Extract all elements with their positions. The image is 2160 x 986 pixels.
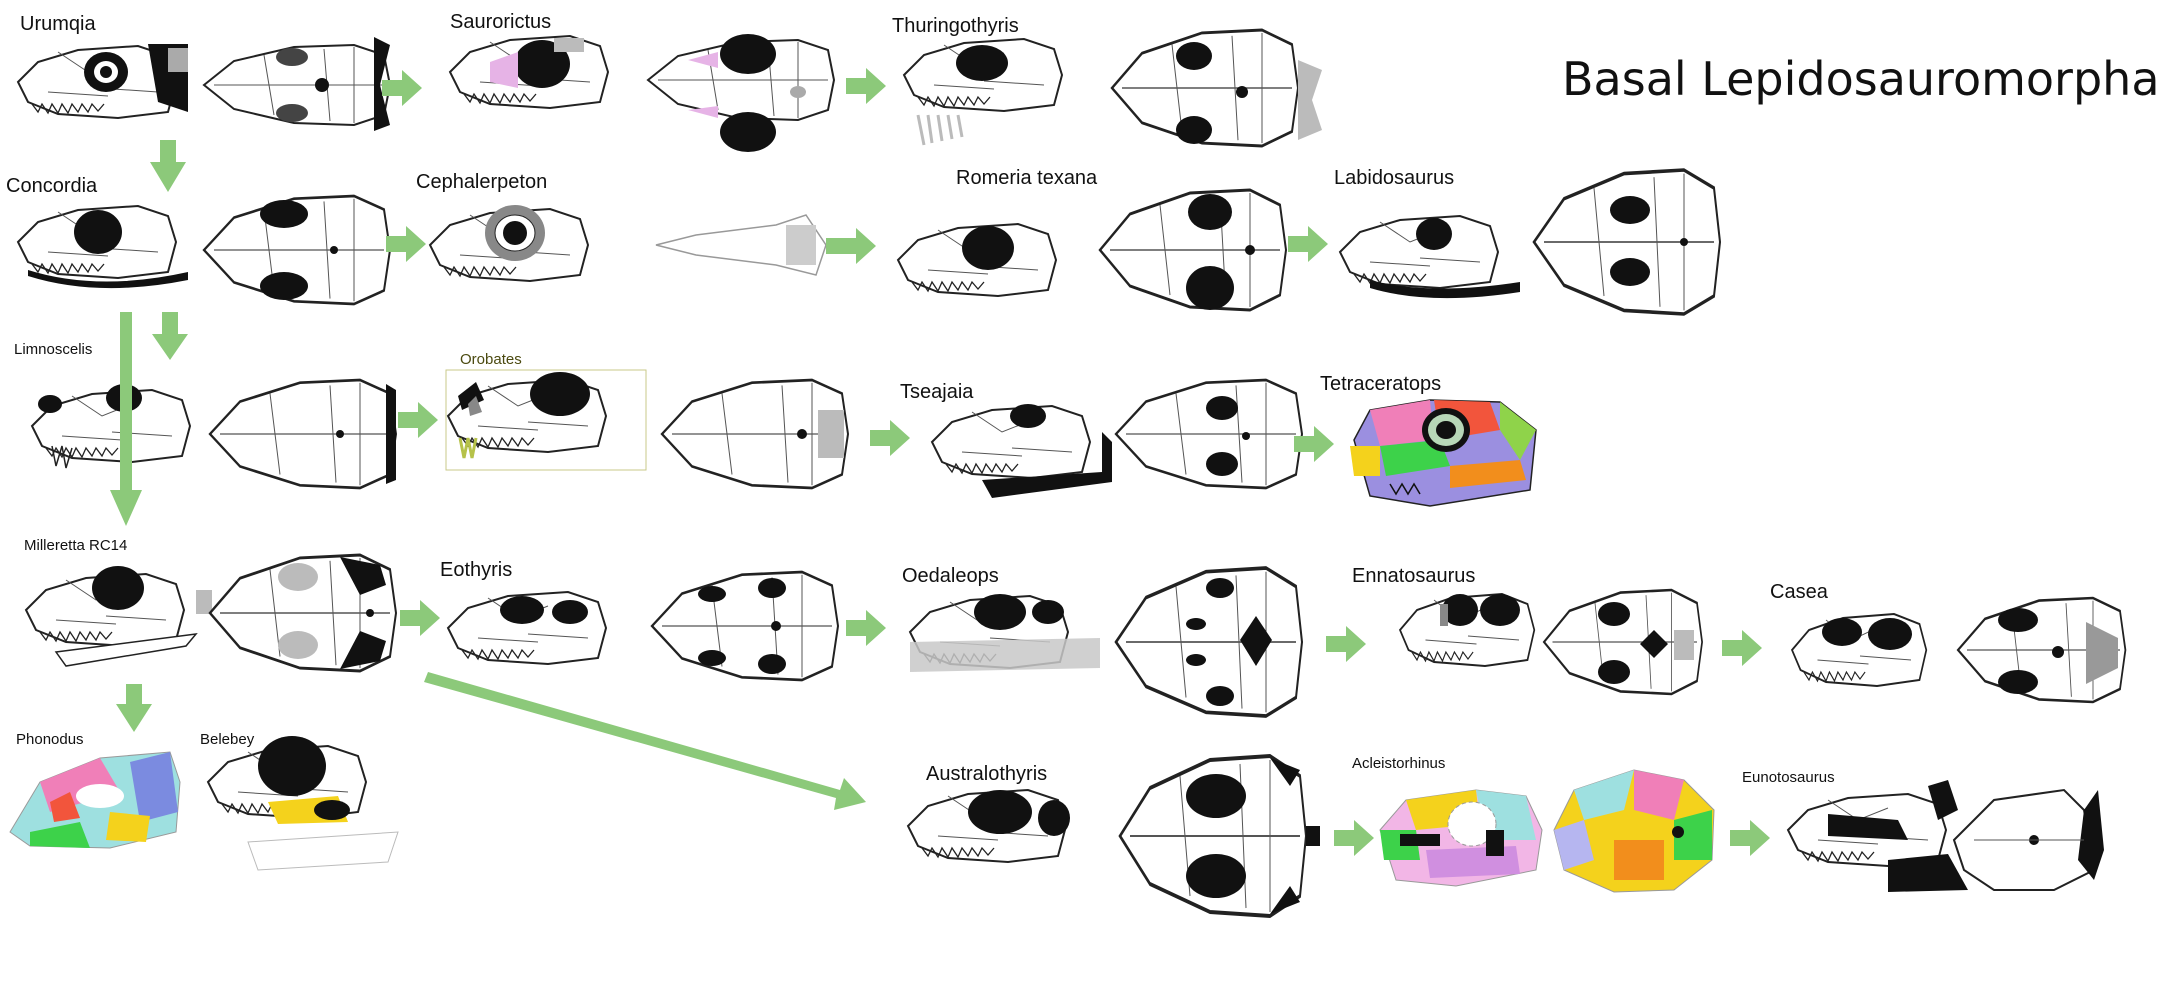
- skull-thuringothyris-dorsal: [1110, 28, 1322, 148]
- skull-milleretta-dorsal: [208, 553, 398, 673]
- arrow-cephalerpeton-to-romeria: [826, 228, 876, 264]
- skull-saurorictus-dorsal: [647, 34, 835, 152]
- arrow-eothyris-to-australothyris: [424, 672, 866, 810]
- label-eothyris: Eothyris: [440, 559, 513, 581]
- skull-orobates-lateral: [445, 369, 647, 471]
- skull-eunotosaurus-lateral: [1787, 780, 1968, 892]
- skull-acleistorhinus-lateral: [1379, 789, 1543, 887]
- skull-limnoscelis-lateral: [31, 384, 191, 469]
- label-romeria-texana: Romeria texana: [956, 167, 1098, 189]
- arrow-limnoscelis-to-orobates: [398, 402, 438, 438]
- skull-eothyris-dorsal: [650, 570, 840, 682]
- skull-urumqia-dorsal: [203, 37, 391, 131]
- arrow-concordia-to-milleretta: [110, 312, 142, 526]
- arrow-urumqia-to-saurorictus: [382, 70, 422, 106]
- skull-labidosaurus-dorsal: [1532, 168, 1722, 316]
- label-thuringothyris: Thuringothyris: [892, 15, 1019, 37]
- arrow-romeria-to-labidosaurus: [1288, 226, 1328, 262]
- skull-oedaleops-lateral: [909, 594, 1100, 672]
- skull-australothyris-lateral: [907, 789, 1070, 863]
- label-tetraceratops: Tetraceratops: [1320, 373, 1442, 395]
- label-milleretta: Milleretta RC14: [24, 537, 128, 554]
- skull-cephalerpeton-lateral: [429, 205, 589, 282]
- arrow-ennatosaurus-to-casea: [1722, 630, 1762, 666]
- skull-oedaleops-dorsal: [1114, 566, 1304, 718]
- skull-eothyris-lateral: [447, 591, 607, 665]
- arrow-oedaleops-to-ennatosaurus: [1326, 626, 1366, 662]
- arrow-concordia-to-limnoscelis: [152, 312, 188, 360]
- arrow-milleretta-to-phonodus: [116, 684, 152, 732]
- skull-eunotosaurus-dorsal: [1952, 788, 2104, 891]
- label-casea: Casea: [1770, 581, 1828, 603]
- skull-casea-lateral: [1791, 613, 1928, 687]
- skull-belebey-lateral: [207, 736, 399, 871]
- label-phonodus: Phonodus: [16, 731, 84, 748]
- skull-casea-dorsal: [1956, 596, 2127, 704]
- label-ennatosaurus: Ennatosaurus: [1352, 565, 1476, 587]
- arrow-milleretta-to-eothyris: [400, 600, 440, 636]
- skull-australothyris-dorsal: [1118, 754, 1320, 918]
- skull-ennatosaurus-dorsal: [1542, 588, 1704, 696]
- arrow-concordia-to-cephalerpeton: [386, 226, 426, 262]
- skull-phonodus-lateral: [9, 751, 181, 849]
- label-orobates: Orobates: [460, 351, 522, 368]
- skull-ennatosaurus-lateral: [1399, 593, 1536, 667]
- skull-concordia-lateral: [17, 205, 188, 289]
- skull-romeria-dorsal: [1098, 188, 1288, 312]
- label-oedaleops: Oedaleops: [902, 565, 999, 587]
- skull-limnoscelis-dorsal: [208, 378, 398, 490]
- figure-title: Basal Lepidosauromorpha: [1562, 52, 2160, 106]
- skull-romeria-lateral: [897, 223, 1057, 297]
- label-acleistorhinus: Acleistorhinus: [1352, 755, 1446, 772]
- skull-labidosaurus-lateral: [1339, 215, 1520, 299]
- skull-concordia-dorsal: [202, 194, 392, 306]
- label-urumqia: Urumqia: [20, 13, 96, 35]
- arrow-orobates-to-tseajaia: [870, 420, 910, 456]
- label-concordia: Concordia: [6, 175, 98, 197]
- skull-milleretta-lateral: [25, 566, 212, 667]
- arrow-eothyris-to-oedaleops: [846, 610, 886, 646]
- label-labidosaurus: Labidosaurus: [1334, 167, 1455, 189]
- label-eunotosaurus: Eunotosaurus: [1742, 769, 1835, 786]
- skull-cephalerpeton-dorsal: [655, 214, 827, 276]
- arrow-urumqia-to-concordia: [150, 140, 186, 192]
- skull-tseajaia-dorsal: [1114, 378, 1304, 490]
- label-saurorictus: Saurorictus: [450, 11, 552, 33]
- skull-thuringothyris-lateral: [903, 38, 1063, 146]
- skull-acleistorhinus-dorsal: [1553, 769, 1715, 893]
- arrow-tseajaia-to-tetraceratops: [1294, 426, 1334, 462]
- skull-orobates-dorsal: [660, 378, 850, 490]
- arrow-acleistorhinus-to-eunotosaurus: [1730, 820, 1770, 856]
- skull-tseajaia-lateral: [931, 404, 1112, 498]
- arrow-saurorictus-to-thuringothyris: [846, 68, 886, 104]
- skull-tetraceratops-lateral: [1350, 399, 1537, 507]
- label-cephalerpeton: Cephalerpeton: [416, 171, 548, 193]
- label-tseajaia: Tseajaia: [900, 381, 974, 403]
- skull-saurorictus-lateral: [449, 35, 609, 109]
- label-belebey: Belebey: [200, 731, 255, 748]
- skull-urumqia-lateral: [17, 44, 188, 119]
- arrow-australothyris-to-acleistorhinus: [1334, 820, 1374, 856]
- evolution-arrows: [110, 68, 1770, 856]
- label-limnoscelis: Limnoscelis: [14, 341, 93, 358]
- label-australothyris: Australothyris: [926, 763, 1048, 785]
